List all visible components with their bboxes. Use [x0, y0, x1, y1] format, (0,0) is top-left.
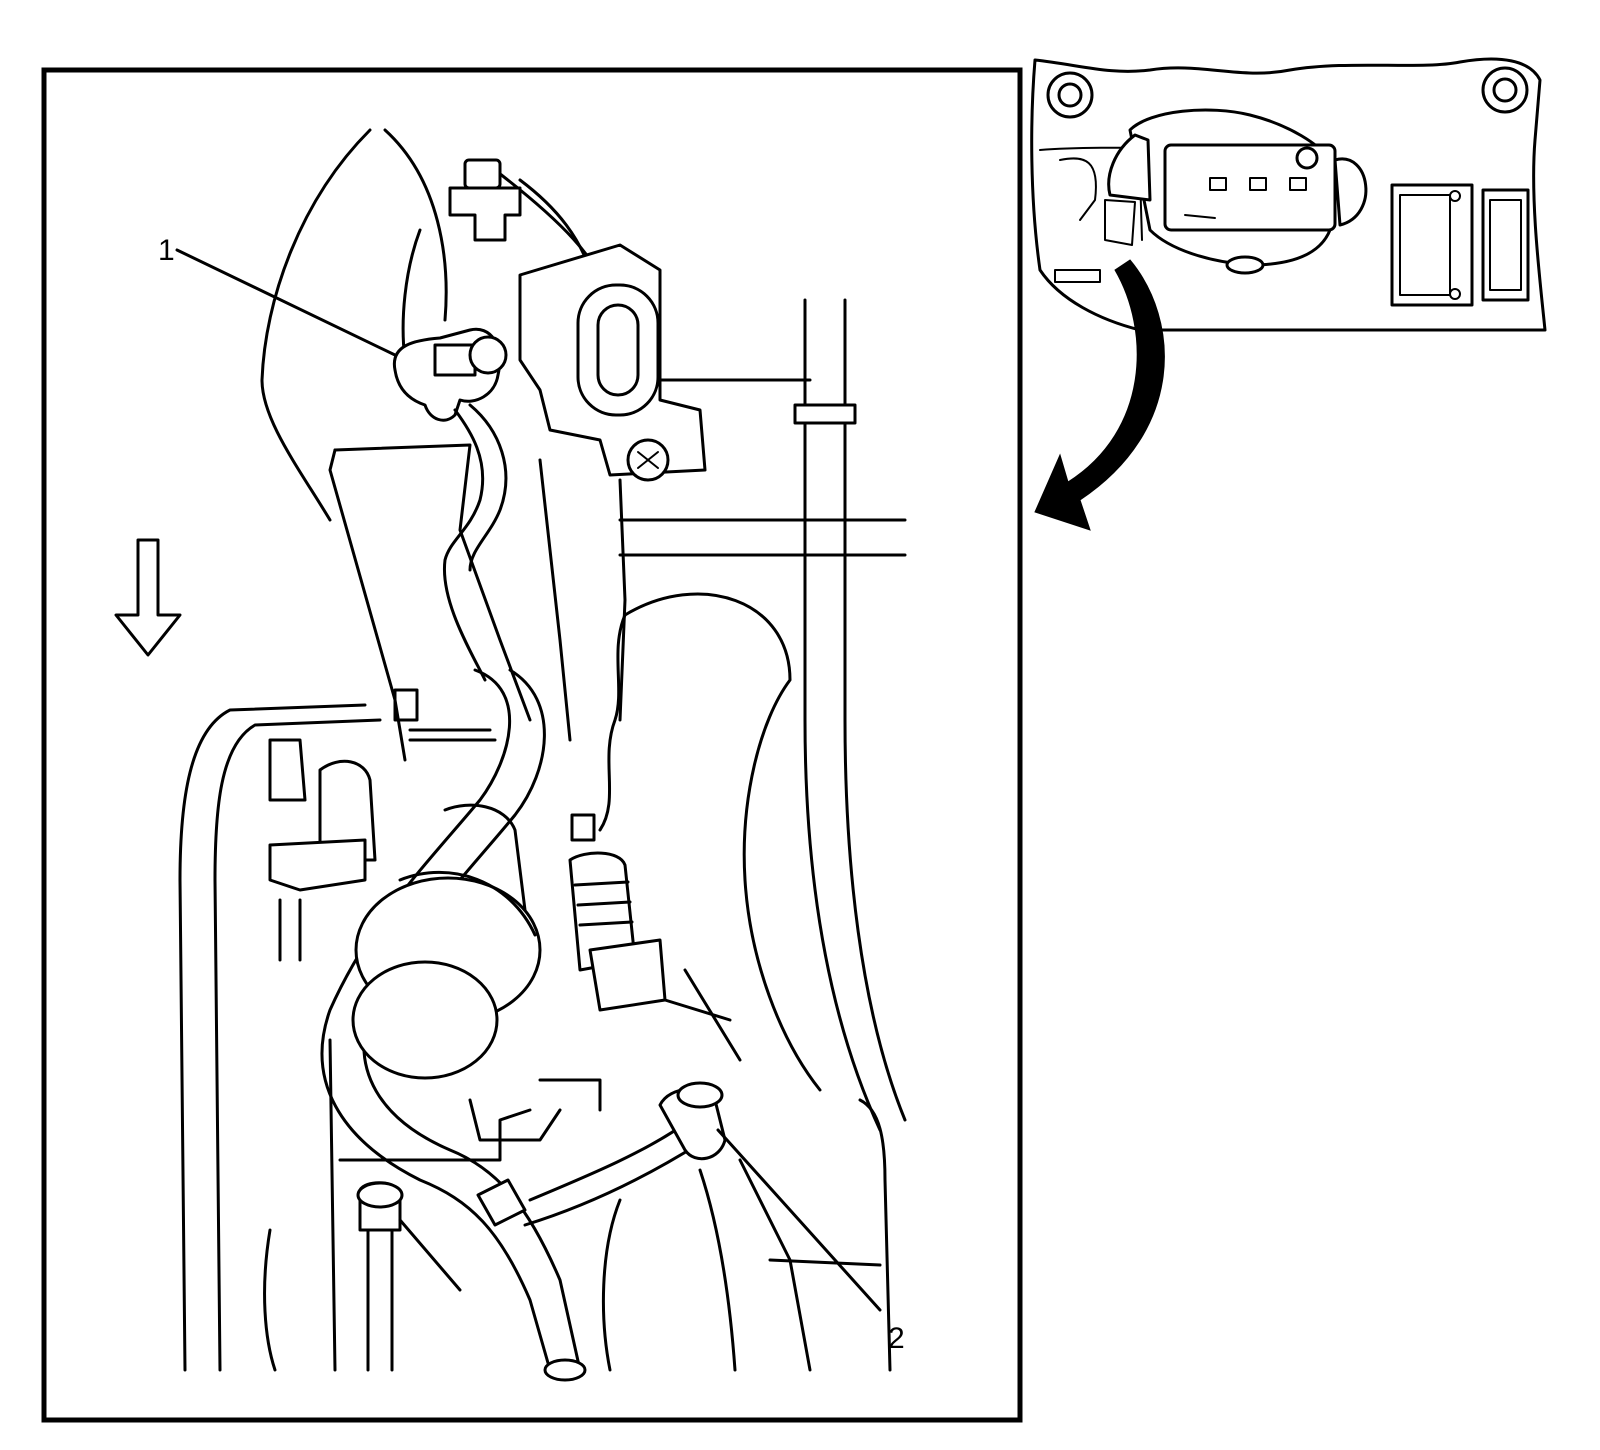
sensor-connector-1 [392, 327, 508, 682]
vertical-tube [793, 298, 907, 1132]
lower-body [178, 703, 527, 1372]
inset-overview [1030, 57, 1547, 531]
down-arrow-icon [114, 538, 182, 657]
inset-relays [1390, 183, 1530, 307]
callout-1-label: 1 [158, 234, 175, 267]
callout-1-leader [175, 248, 397, 357]
inset-sensor [1104, 108, 1368, 275]
detail-frame [41, 67, 1023, 1423]
round-canister [351, 871, 542, 1080]
right-body [568, 592, 822, 1092]
main-detail-view: 1 2 [41, 67, 1023, 1423]
callout-2-leader [716, 1128, 882, 1312]
callout-2-label: 2 [888, 1322, 905, 1355]
mounting-bracket [518, 243, 707, 482]
top-stud [448, 158, 522, 242]
sensor-connector-2 [523, 1081, 727, 1227]
bottom-structures [263, 1078, 892, 1372]
mount-hole-right [1481, 66, 1529, 114]
center-panel [328, 443, 627, 762]
mount-hole-left [1046, 71, 1094, 119]
curved-arrow-icon [1034, 259, 1165, 531]
